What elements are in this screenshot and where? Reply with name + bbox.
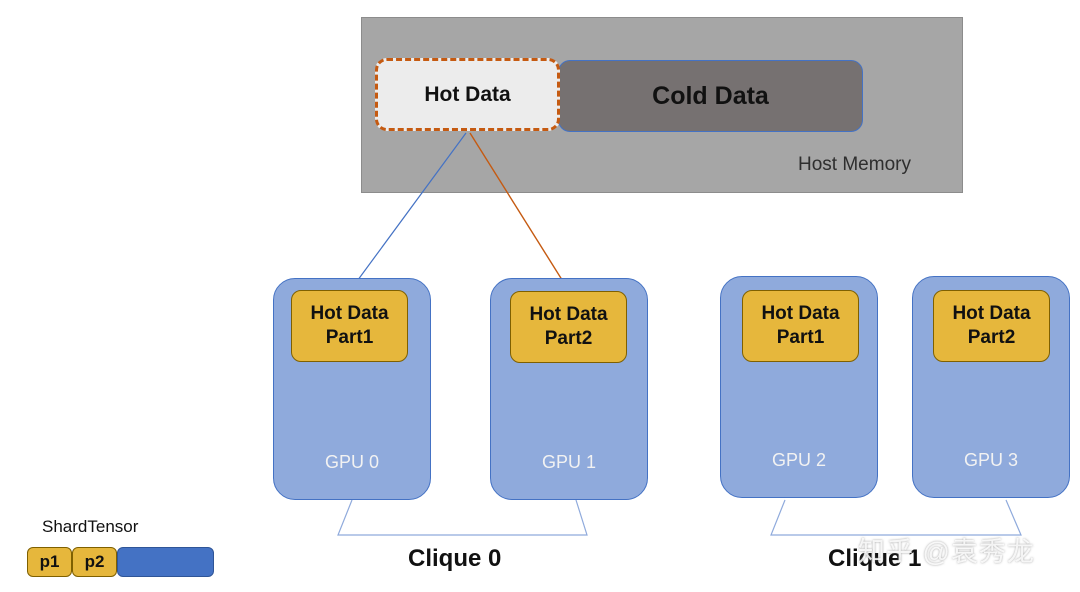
part-title: Hot Data: [952, 303, 1031, 324]
part-index: Part2: [967, 327, 1016, 348]
gpu-label: GPU 1: [541, 452, 597, 472]
gpu-2-card: Hot Data Part1 GPU 2: [720, 276, 878, 498]
gpu-label: GPU 2: [771, 450, 827, 470]
shard-tensor-bar: p1 p2: [27, 547, 214, 577]
shard-part-p1: p1: [27, 547, 72, 577]
part-index: Part1: [325, 327, 374, 348]
hot-data-part-block: Hot Data Part2: [933, 290, 1050, 362]
part-index: Part1: [776, 327, 825, 348]
hot-data-block: Hot Data: [375, 58, 560, 131]
hot-data-label: Hot Data: [424, 82, 511, 106]
watermark-text: 知乎 @袁秀龙: [858, 537, 1035, 567]
cold-data-block: Cold Data: [558, 60, 863, 132]
cold-data-label: Cold Data: [652, 81, 769, 110]
gpu-0-card: Hot Data Part1 GPU 0: [273, 278, 431, 500]
hot-data-part-block: Hot Data Part1: [742, 290, 859, 362]
gpu-3-card: Hot Data Part2 GPU 3: [912, 276, 1070, 498]
part-title: Hot Data: [529, 304, 608, 325]
gpu-label: GPU 3: [963, 450, 1019, 470]
clique-1-bracket: [770, 499, 1022, 536]
shard-tensor-title: ShardTensor: [42, 517, 139, 536]
hot-to-gpu1-line: [469, 132, 570, 292]
hot-data-part-block: Hot Data Part2: [510, 291, 627, 363]
clique-0-bracket: [337, 499, 588, 536]
clique-1-label: Clique 1: [828, 545, 922, 572]
shard-remaining-segment: [117, 547, 214, 577]
part-title: Hot Data: [761, 303, 840, 324]
part-index: Part2: [544, 328, 593, 349]
part-title: Hot Data: [310, 303, 389, 324]
gpu-label: GPU 0: [324, 452, 380, 472]
host-memory-label: Host Memory: [798, 154, 911, 175]
clique-0-label: Clique 0: [408, 545, 502, 572]
gpu-1-card: Hot Data Part2 GPU 1: [490, 278, 648, 500]
hot-data-part-block: Hot Data Part1: [291, 290, 408, 362]
hot-to-gpu0-arrow: [350, 132, 467, 290]
shard-part-p2: p2: [72, 547, 117, 577]
